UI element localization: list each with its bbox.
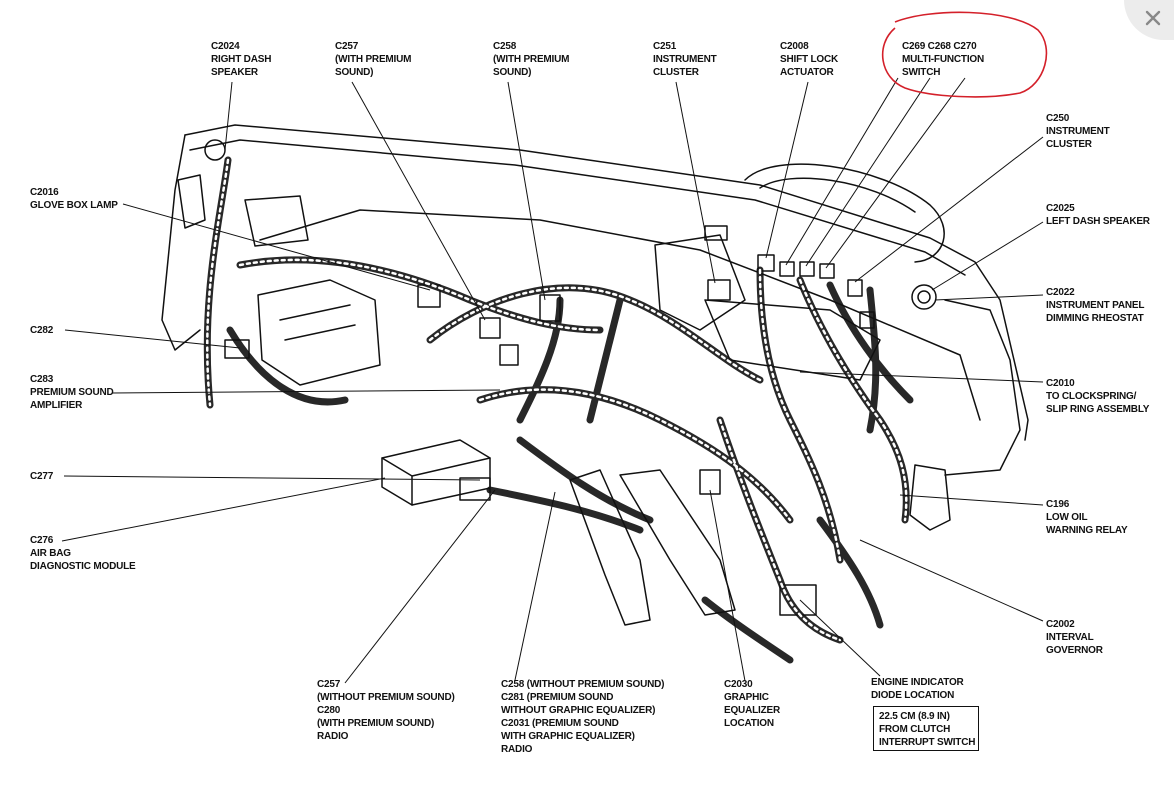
label-c258-c281-c2031-radio: C258 (WITHOUT PREMIUM SOUND)C281 (PREMIU… (501, 679, 665, 755)
amplifier (257, 279, 381, 386)
leader-c2030 (709, 489, 746, 682)
label-c257-c280-radio: C257(WITHOUT PREMIUM SOUND)C280(WITH PRE… (317, 679, 455, 742)
leader-c250 (854, 136, 1044, 283)
cluster-recess (704, 299, 881, 381)
leader-c2008 (765, 81, 809, 259)
leader-c257-bottom (344, 489, 496, 684)
leader-c282 (64, 329, 241, 349)
dash-top-edge-inner (189, 139, 966, 276)
leader-c2024 (224, 81, 233, 151)
leader-c2022 (934, 294, 1044, 301)
center-console-left (569, 469, 651, 626)
highlight-circle (881, 11, 1048, 98)
leader-c257-top (351, 81, 486, 321)
label-c282: C282 (30, 325, 54, 336)
leader-c277 (63, 475, 481, 481)
glove-box-opening (244, 195, 309, 247)
label-c277: C277 (30, 471, 54, 482)
leader-c283 (111, 389, 501, 394)
steering-wheel-rim-inner (759, 177, 916, 213)
leader-c2025 (931, 221, 1044, 291)
dash-top-edge (184, 124, 1029, 441)
right-bracket (909, 464, 951, 531)
dash-lower-right (944, 299, 1021, 476)
leader-c2002 (859, 539, 1044, 622)
leader-c2010 (799, 371, 1044, 383)
cluster-housing (654, 234, 746, 331)
leader-c258-top (507, 81, 546, 301)
dash-left-inner (177, 174, 206, 229)
leader-engine-diode (799, 599, 881, 677)
leader-c269-b (805, 77, 931, 267)
leader-c276 (61, 477, 386, 542)
center-console-right (619, 469, 736, 616)
leader-c2016 (122, 203, 431, 291)
leader-c196 (899, 494, 1044, 506)
dash-left-end (161, 134, 201, 351)
leader-c258-bottom (514, 491, 556, 681)
steering-wheel-rim (744, 163, 945, 263)
airbag-module (381, 439, 491, 506)
dash-face (259, 209, 981, 421)
leader-c269-a (785, 77, 899, 266)
leader-c269-c (825, 77, 966, 269)
close-icon (1145, 10, 1161, 26)
leader-c251 (675, 81, 716, 284)
